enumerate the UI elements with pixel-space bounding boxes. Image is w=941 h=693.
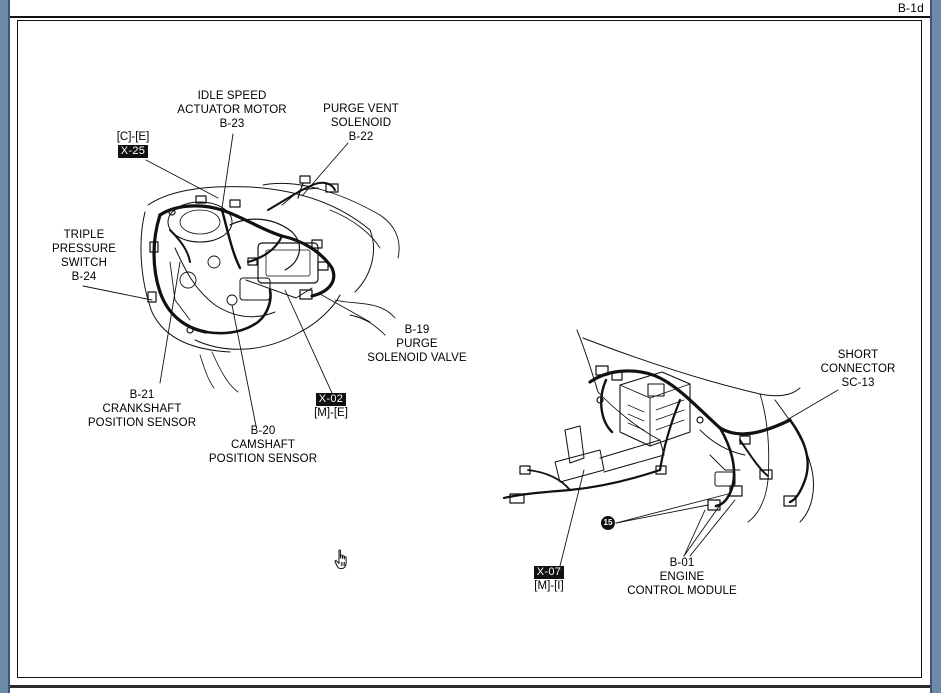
purge-vent-line-1: PURGE VENT (323, 103, 399, 115)
triple-pressure-line-1: TRIPLE (63, 229, 105, 241)
short-connector-line-2: CONNECTOR (820, 363, 896, 375)
crankshaft-line-1: B-21 (129, 389, 155, 401)
triple-pressure-line-2: PRESSURE (51, 243, 117, 255)
window-frame-right (930, 0, 941, 693)
ecm-line-2: ENGINE (659, 571, 705, 583)
short-connector-line-3: SC-13 (841, 377, 875, 389)
idle-speed-line-3: B-23 (219, 118, 245, 130)
connector-x02-ref: [M]-[E] (314, 407, 348, 419)
connector-x07-ref: [M]-[I] (534, 580, 564, 592)
diagram-sheet-border (17, 20, 922, 678)
engine-control-module-label: B-01 ENGINE CONTROL MODULE (620, 556, 744, 598)
connector-x02: X-02 [M]-[E] (308, 392, 354, 420)
ground-point-badge: 15 (601, 516, 615, 530)
idle-speed-line-1: IDLE SPEED (197, 90, 267, 102)
connector-x25-tag: X-25 (117, 145, 149, 158)
header-rule (10, 16, 930, 18)
camshaft-line-3: POSITION SENSOR (208, 453, 318, 465)
camshaft-position-sensor-label: B-20 CAMSHAFT POSITION SENSOR (203, 424, 323, 466)
triple-pressure-line-3: SWITCH (61, 257, 107, 269)
connector-x02-tag: X-02 (315, 393, 347, 406)
connector-x25-ref: [C]-[E] (116, 131, 150, 143)
window-frame-left (0, 0, 10, 693)
purge-valve-line-3: SOLENOID VALVE (367, 352, 467, 364)
purge-vent-solenoid-label: PURGE VENT SOLENOID B-22 (311, 102, 411, 144)
engine-bay-drawing (82, 133, 400, 427)
crankshaft-line-2: CRANKSHAFT (102, 403, 182, 415)
crankshaft-position-sensor-label: B-21 CRANKSHAFT POSITION SENSOR (82, 388, 202, 430)
camshaft-line-2: CAMSHAFT (230, 439, 296, 451)
purge-solenoid-valve-label: B-19 PURGE SOLENOID VALVE (357, 323, 477, 365)
connector-x07-tag: X-07 (533, 566, 565, 579)
short-connector-line-1: SHORT (837, 349, 879, 361)
idle-speed-actuator-label: IDLE SPEED ACTUATOR MOTOR B-23 (172, 89, 292, 131)
idle-speed-line-2: ACTUATOR MOTOR (177, 104, 287, 116)
bottom-edge (10, 685, 930, 688)
dashboard-drawing (502, 329, 839, 567)
crankshaft-line-3: POSITION SENSOR (87, 417, 197, 429)
connector-x07: X-07 [M]-[I] (526, 565, 572, 593)
camshaft-line-1: B-20 (250, 425, 276, 437)
short-connector-label: SHORT CONNECTOR SC-13 (808, 348, 908, 390)
triple-pressure-switch-label: TRIPLE PRESSURE SWITCH B-24 (44, 228, 124, 284)
purge-valve-line-1: B-19 (404, 324, 430, 336)
connector-x25: [C]-[E] X-25 (110, 130, 156, 158)
purge-vent-line-3: B-22 (348, 131, 374, 143)
purge-vent-line-2: SOLENOID (330, 117, 392, 129)
page-id: B-1d (897, 1, 924, 15)
hand-pointer-icon (334, 549, 347, 569)
purge-valve-line-2: PURGE (396, 338, 438, 350)
triple-pressure-line-4: B-24 (71, 271, 97, 283)
ecm-line-1: B-01 (669, 557, 695, 569)
ecm-line-3: CONTROL MODULE (627, 585, 737, 597)
